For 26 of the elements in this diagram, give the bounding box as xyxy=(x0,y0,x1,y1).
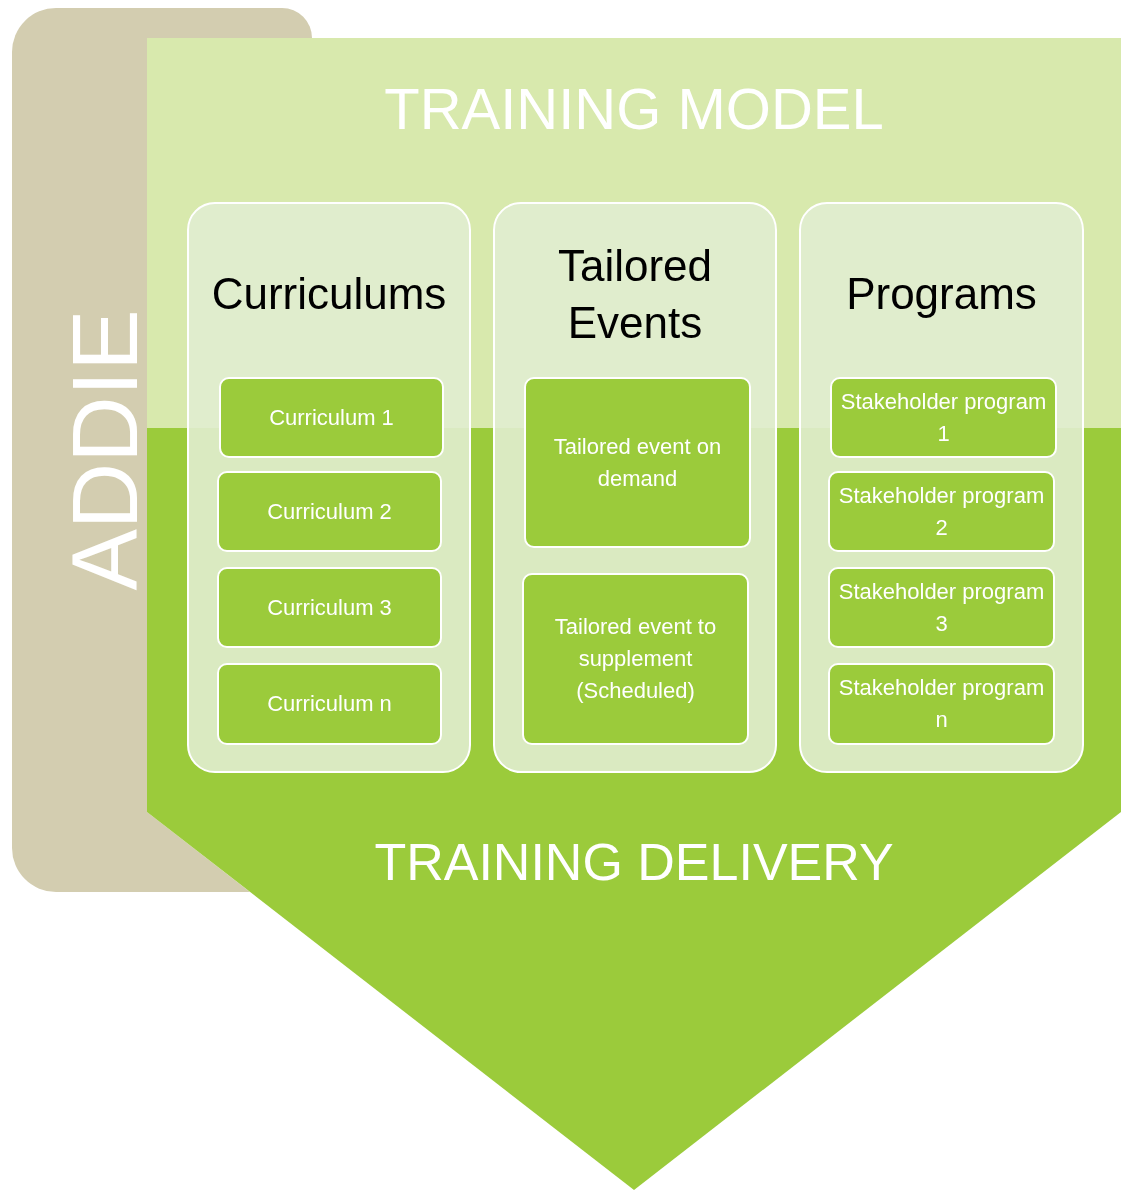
item-box xyxy=(217,471,442,552)
item-label: Tailored event on demand xyxy=(552,432,723,493)
item-label: Stakeholder program 3 xyxy=(838,577,1045,638)
item-label: Curriculum 1 xyxy=(269,403,394,432)
item-box xyxy=(217,567,442,648)
item-box xyxy=(828,663,1055,745)
column-title: Programs xyxy=(845,268,1038,321)
item-box xyxy=(524,377,751,548)
item-label: Curriculum 3 xyxy=(267,593,392,622)
item-label: Stakeholder program n xyxy=(838,674,1045,734)
column-title: Tailored Events xyxy=(556,239,714,349)
section-title: TRAINING MODEL xyxy=(384,80,884,138)
item-box xyxy=(828,471,1055,552)
item-box xyxy=(522,573,749,745)
item-label: Stakeholder program 1 xyxy=(840,387,1047,448)
item-label: Tailored event to supplement (Scheduled) xyxy=(553,613,718,705)
item-label: Stakeholder program 2 xyxy=(838,481,1045,542)
column-title: Curriculums xyxy=(210,268,448,321)
band-label: ADDIE xyxy=(59,309,151,591)
item-box xyxy=(828,567,1055,648)
item-label: Curriculum 2 xyxy=(267,497,392,526)
item-label: Curriculum n xyxy=(267,690,392,719)
item-box xyxy=(830,377,1057,458)
section-title: TRAINING DELIVERY xyxy=(374,836,894,888)
item-box xyxy=(217,663,442,745)
item-box xyxy=(219,377,444,458)
